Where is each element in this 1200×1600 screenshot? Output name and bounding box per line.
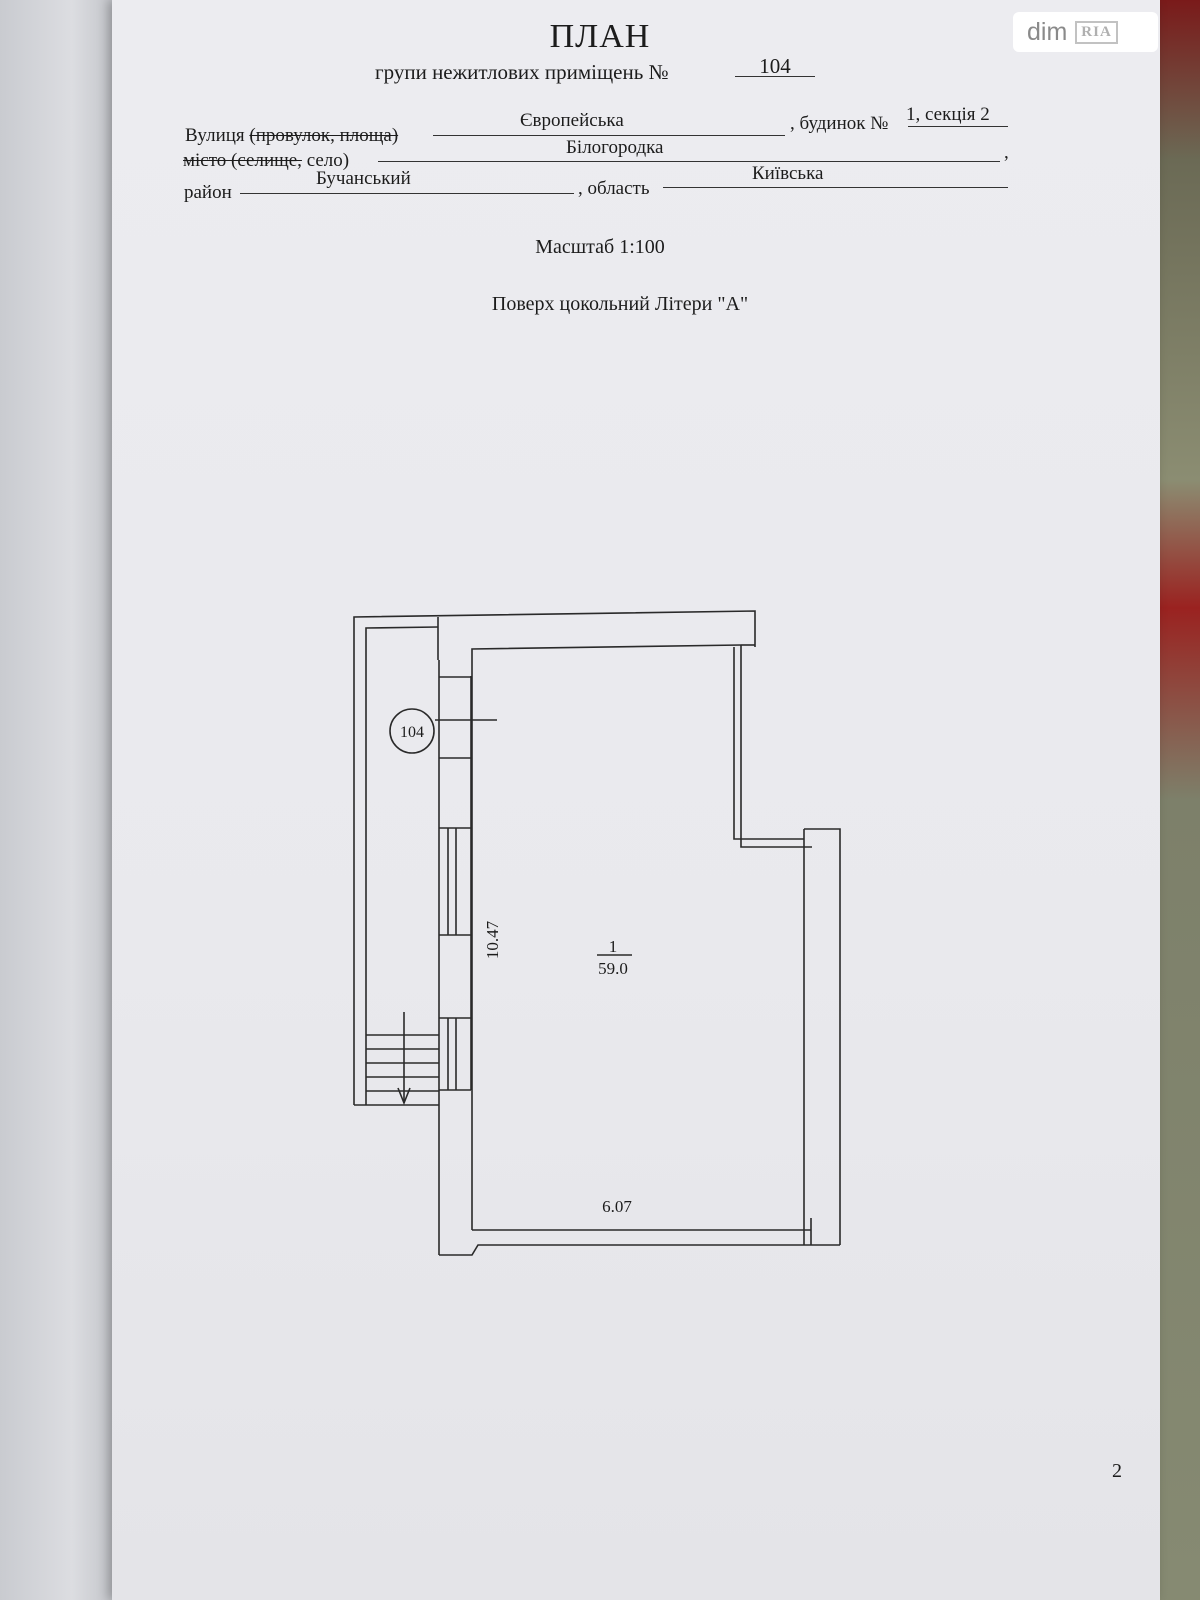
region-value: Київська [752, 163, 824, 184]
district-underline [240, 193, 574, 194]
scale-label: Масштаб 1:100 [535, 236, 665, 258]
bottom-wall-outer [439, 1244, 811, 1256]
watermark-badge: RIA [1075, 20, 1118, 44]
building-value: 1, секція 2 [906, 104, 990, 125]
watermark-brand: dim [1027, 17, 1068, 46]
group-number-field: 104 [735, 54, 815, 78]
document-sheet [112, 0, 1160, 1600]
street-label-struck: (провулок, площа) [249, 125, 399, 146]
document-title: ПЛАН [549, 18, 651, 55]
city-label-rest: село) [306, 150, 350, 171]
stair-arrow-head [397, 1087, 411, 1106]
right-upper-wall-outer [740, 645, 812, 848]
length-dimension: 10.47 [483, 920, 502, 959]
city-trailing-comma: , [1004, 142, 1009, 163]
city-underline [378, 161, 1000, 162]
page-number: 2 [1112, 1460, 1122, 1482]
right-wall-outer [804, 828, 841, 1245]
left-page-edge [0, 0, 120, 1600]
top-wall-outer [353, 610, 756, 1105]
city-value: Білогородка [566, 137, 664, 158]
right-upper-wall-inner [733, 647, 804, 840]
width-dimension: 6.07 [602, 1197, 632, 1216]
city-label-struck: місто (селище, [183, 150, 302, 171]
background-fabric [1155, 0, 1200, 1600]
street-underline [433, 135, 785, 136]
region-underline [663, 187, 1008, 188]
top-wall-inner [365, 626, 439, 1105]
dimria-watermark: dim RIA [1013, 12, 1158, 52]
group-marker-text: 104 [400, 724, 424, 741]
district-label: район [184, 182, 232, 203]
district-value: Бучанський [316, 168, 411, 189]
room-top-inner [471, 644, 742, 1230]
room-area: 59.0 [598, 959, 628, 978]
floor-label: Поверх цокольний Літери "А" [491, 293, 749, 315]
city-label: місто (селище, село) [183, 150, 349, 172]
street-label: Вулиця (провулок, площа) [185, 125, 398, 147]
group-marker-circle [389, 708, 435, 754]
street-label-prefix: Вулиця [185, 125, 245, 146]
room-number: 1 [609, 937, 618, 956]
group-number-value: 104 [759, 54, 791, 78]
building-label: , будинок № [790, 113, 889, 134]
building-underline [908, 126, 1008, 127]
region-label: , область [578, 178, 650, 199]
street-value: Європейська [520, 110, 624, 131]
document-subtitle: групи нежитлових приміщень № [375, 60, 669, 84]
